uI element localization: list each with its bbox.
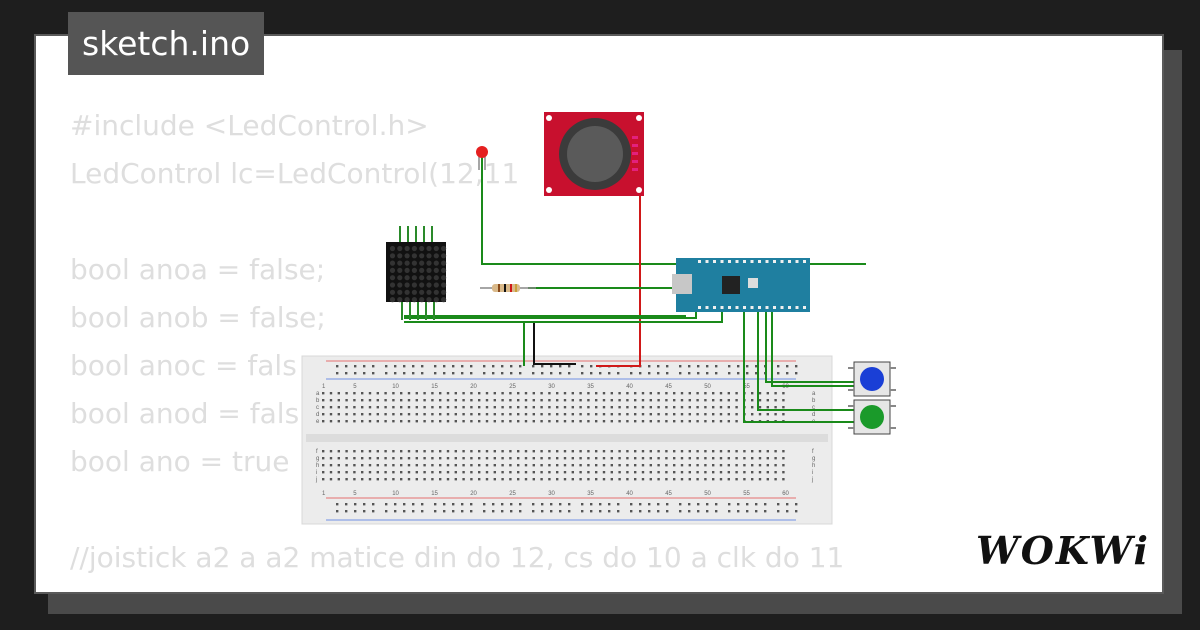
breadboard-column-number: 1	[322, 384, 326, 390]
breadboard-column-number: 5	[353, 384, 357, 390]
code-line: LedControl lc=LedControl(12,11	[70, 157, 520, 190]
wires	[404, 148, 866, 423]
wokwi-logo: WOKWi	[974, 526, 1152, 576]
code-line: bool ano = true	[70, 445, 290, 478]
breadboard-column-number: 30	[548, 491, 555, 497]
joystick-icon	[544, 112, 644, 196]
breadboard-icon: 1155101015152020252530303535404045455050…	[301, 355, 833, 525]
breadboard-column-number: 10	[392, 491, 399, 497]
breadboard-column-number: 15	[431, 384, 438, 390]
breadboard-column-number: 45	[665, 491, 672, 497]
breadboard-column-number: 25	[509, 491, 516, 497]
breadboard-row-letter: a	[812, 391, 816, 397]
breadboard-column-number: 25	[509, 384, 516, 390]
wokwi-logo-text: WOKWi	[976, 528, 1150, 573]
code-line: #include <LedControl.h>	[70, 109, 429, 142]
resistor-icon	[480, 284, 536, 292]
breadboard-row-letter: i	[316, 470, 317, 476]
code-line: bool anod = fals	[70, 397, 300, 430]
breadboard-column-number: 40	[626, 384, 633, 390]
breadboard-column-number: 5	[353, 491, 357, 497]
breadboard-row-letter: e	[316, 419, 320, 425]
breadboard-column-number: 50	[704, 491, 711, 497]
code-line: //joistick a2 a a2 matice din do 12, cs …	[70, 541, 845, 574]
breadboard-column-number: 30	[548, 384, 555, 390]
breadboard-column-number: 35	[587, 491, 594, 497]
code-line: bool anob = false;	[70, 301, 326, 334]
circuit-diagram: 1155101015152020252530303535404045455050…	[301, 112, 896, 525]
arduino-nano-icon	[672, 258, 810, 312]
breadboard-column-number: 40	[626, 491, 633, 497]
breadboard-column-number: 45	[665, 384, 672, 390]
breadboard-column-number: 1	[322, 491, 326, 497]
push-button-icon[interactable]	[848, 361, 896, 397]
breadboard-row-letter: d	[316, 412, 319, 418]
led-matrix-icon	[386, 226, 447, 320]
breadboard-row-letter: b	[812, 398, 816, 404]
file-name-tab[interactable]: sketch.ino	[68, 12, 265, 75]
breadboard-row-letter: d	[812, 412, 815, 418]
breadboard-column-number: 55	[743, 491, 750, 497]
breadboard-row-letter: j	[811, 477, 813, 483]
breadboard-column-number: 20	[470, 491, 477, 497]
breadboard-row-letter: h	[316, 463, 319, 469]
breadboard-column-number: 20	[470, 384, 477, 390]
breadboard-row-letter: g	[812, 456, 815, 462]
breadboard-row-letter: c	[316, 405, 319, 411]
breadboard-row-letter: b	[316, 398, 320, 404]
breadboard-row-letter: j	[315, 477, 317, 483]
breadboard-row-letter: c	[812, 405, 815, 411]
code-line: bool anoa = false;	[70, 253, 326, 286]
breadboard-column-number: 35	[587, 384, 594, 390]
breadboard-column-number: 50	[704, 384, 711, 390]
breadboard-row-letter: a	[316, 391, 320, 397]
breadboard-row-letter: f	[316, 449, 318, 455]
breadboard-column-number: 10	[392, 384, 399, 390]
breadboard-row-letter: h	[812, 463, 815, 469]
project-preview-card[interactable]: #include <LedControl.h> LedControl lc=Led…	[34, 34, 1164, 594]
breadboard-column-number: 15	[431, 491, 438, 497]
breadboard-column-number: 60	[782, 491, 789, 497]
breadboard-row-letter: f	[812, 449, 814, 455]
push-button-icon[interactable]	[848, 399, 896, 435]
led-icon	[476, 146, 488, 170]
code-preview: #include <LedControl.h> LedControl lc=Led…	[70, 102, 844, 582]
breadboard-row-letter: i	[812, 470, 813, 476]
code-line: bool anoc = fals	[70, 349, 297, 382]
breadboard-row-letter: g	[316, 456, 319, 462]
breadboard-column-number: 55	[743, 384, 750, 390]
